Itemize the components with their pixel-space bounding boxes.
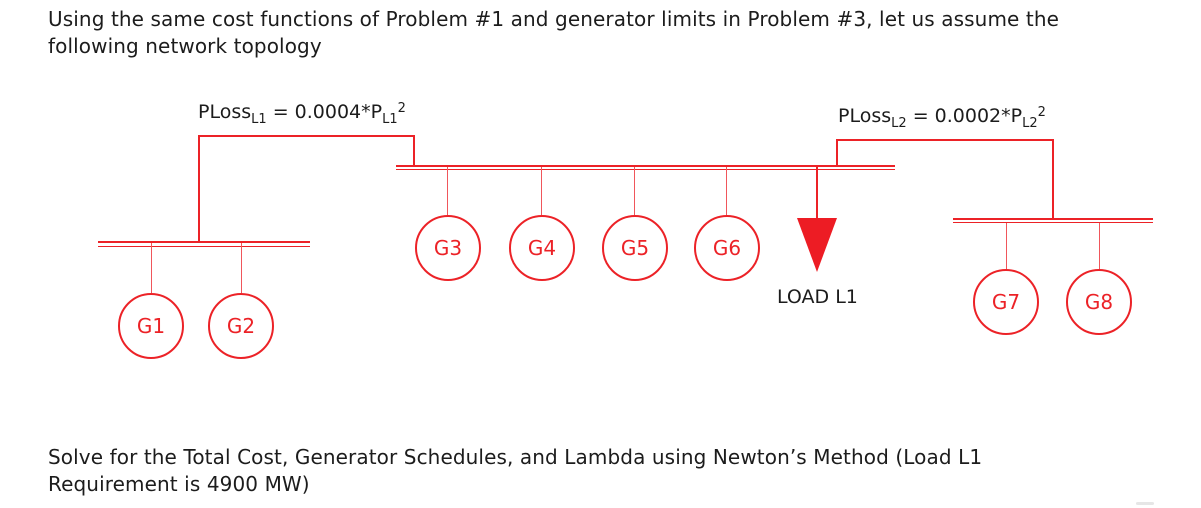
load-stem bbox=[816, 167, 818, 218]
left-bus-line-thin bbox=[98, 246, 310, 247]
generator-g3-label: G3 bbox=[433, 236, 463, 260]
generator-g2: G2 bbox=[208, 293, 274, 359]
middle-bus-line bbox=[396, 165, 895, 167]
load-l1-label: LOAD L1 bbox=[777, 286, 858, 308]
task-text-line-2: Requirement is 4900 MW) bbox=[48, 472, 310, 496]
ploss-l1-name: PLoss bbox=[198, 101, 252, 123]
right-bus-line-thin bbox=[953, 222, 1153, 223]
generator-g1: G1 bbox=[118, 293, 184, 359]
tie-line-l1-drop bbox=[413, 135, 415, 167]
ploss-l1-sup: 2 bbox=[397, 101, 406, 116]
ploss-l1-label: PLossL1 = 0.0004*PL12 bbox=[198, 101, 406, 126]
generator-g7-label: G7 bbox=[991, 290, 1021, 314]
ploss-l2-eq: = 0.0002*P bbox=[906, 105, 1023, 127]
generator-g6-label: G6 bbox=[712, 236, 742, 260]
tie-line-l2-drop bbox=[1052, 139, 1054, 219]
ploss-l1-sub2: L1 bbox=[382, 112, 398, 127]
g2-stem bbox=[241, 243, 242, 293]
g5-stem bbox=[634, 167, 635, 215]
tie-line-l2 bbox=[836, 139, 1054, 141]
artifact-smudge bbox=[1136, 502, 1154, 505]
tie-line-l2-riser bbox=[836, 139, 838, 167]
ploss-l1-sub1: L1 bbox=[251, 112, 267, 127]
g1-stem bbox=[151, 243, 152, 293]
generator-g6: G6 bbox=[694, 215, 760, 281]
generator-g3: G3 bbox=[415, 215, 481, 281]
left-bus-line bbox=[98, 241, 310, 243]
generator-g8-label: G8 bbox=[1084, 290, 1114, 314]
generator-g1-label: G1 bbox=[136, 314, 166, 338]
g7-stem bbox=[1006, 223, 1007, 269]
generator-g2-label: G2 bbox=[226, 314, 256, 338]
load-arrow-icon bbox=[797, 218, 837, 272]
right-bus-line bbox=[953, 218, 1153, 220]
ploss-l2-name: PLoss bbox=[838, 105, 892, 127]
ploss-l2-sup: 2 bbox=[1037, 105, 1046, 120]
middle-bus-line-thin bbox=[396, 169, 895, 170]
tie-line-l1-riser bbox=[198, 135, 200, 243]
intro-text-line-2: following network topology bbox=[48, 34, 322, 58]
intro-text: Using the same cost functions of Problem… bbox=[48, 6, 1059, 60]
generator-g7: G7 bbox=[973, 269, 1039, 335]
ploss-l2-sub2: L2 bbox=[1022, 116, 1038, 131]
g8-stem bbox=[1099, 223, 1100, 269]
ploss-l1-eq: = 0.0004*P bbox=[266, 101, 383, 123]
generator-g5-label: G5 bbox=[620, 236, 650, 260]
task-text-line-1: Solve for the Total Cost, Generator Sche… bbox=[48, 445, 983, 469]
generator-g5: G5 bbox=[602, 215, 668, 281]
g4-stem bbox=[541, 167, 542, 215]
g6-stem bbox=[726, 167, 727, 215]
generator-g4-label: G4 bbox=[527, 236, 557, 260]
ploss-l2-sub1: L2 bbox=[891, 116, 907, 131]
g3-stem bbox=[447, 167, 448, 215]
generator-g8: G8 bbox=[1066, 269, 1132, 335]
intro-text-line-1: Using the same cost functions of Problem… bbox=[48, 7, 1060, 31]
generator-g4: G4 bbox=[509, 215, 575, 281]
ploss-l2-label: PLossL2 = 0.0002*PL22 bbox=[838, 105, 1046, 130]
task-text: Solve for the Total Cost, Generator Sche… bbox=[48, 444, 982, 498]
tie-line-l1 bbox=[198, 135, 415, 137]
